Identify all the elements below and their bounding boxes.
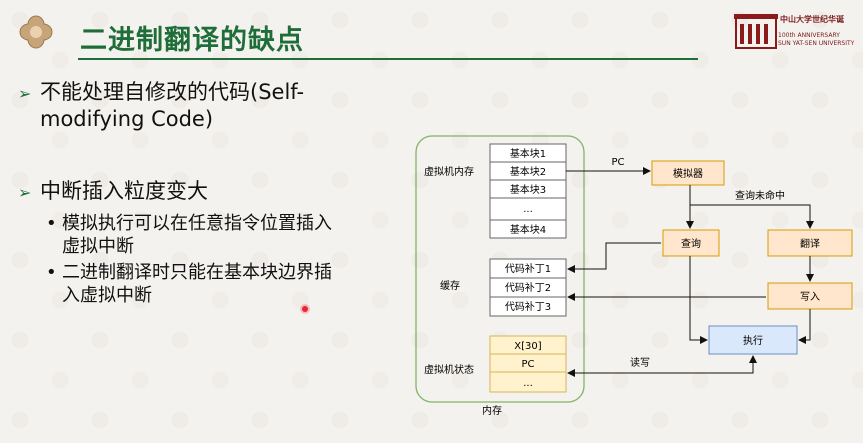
logo-line3: SUN YAT-SEN UNIVERSITY [778,40,855,47]
sub-bullet-2-line1: 二进制翻译时只能在基本块边界插 [62,262,332,283]
logo-title: 中山大学世纪华诞 [780,15,844,24]
write-to-execute-arrow [798,309,811,344]
vm-memory-label: 虚拟机内存 [424,165,474,178]
sub-bullet-1-line2: 虚拟中断 [62,236,134,257]
bullet-text-2: 中断插入粒度变大 [40,179,208,203]
state-ellipsis-box [489,371,567,393]
state-ellipsis: ... [523,378,533,389]
logo-line2: 100th ANNIVERSARY [778,32,840,39]
university-logo [734,14,778,49]
memory-label: 内存 [482,404,502,417]
basic-block-1: 基本块1 [510,147,546,160]
basic-block-ellipsis: ... [523,204,533,215]
vm-state-list: X[30] PC ... [489,335,567,393]
miss-arrow [690,204,814,229]
basic-block-2: 基本块2 [510,165,546,178]
bullet-text-1b: modifying Code) [40,107,214,131]
sub-bullet-2-line2: 入虚拟中断 [62,285,152,306]
sub-bullet-1-line1: 模拟执行可以在任意指令位置插入 [62,213,332,234]
translate-label: 翻译 [800,238,820,250]
lookup-label: 查询 [681,237,701,250]
arrow-bullet-icon: ➢ [18,183,32,202]
lookup-to-patch-arrow [567,242,661,273]
basic-block-4: 基本块4 [510,223,546,236]
emulator-box [651,160,725,186]
flower-icon [19,15,53,49]
write-box [767,282,853,310]
patch-list: 代码补丁1 代码补丁2 代码补丁3 [489,258,567,317]
bullet-text-1a: 不能处理自修改的代码(Self- [40,80,305,104]
cache-label: 缓存 [440,279,460,292]
miss-label: 查询未命中 [735,189,785,202]
rw-arrow [567,355,757,377]
write-label: 写入 [800,291,820,303]
emulator-label: 模拟器 [673,167,703,180]
lookup-to-execute-arrow [689,256,708,344]
basic-block-4-box [489,219,567,239]
execute-label: 执行 [743,334,763,347]
state-x30: X[30] [514,341,541,352]
translate-box [767,229,853,257]
state-pc: PC [521,359,534,370]
patch-3-box [489,296,567,317]
pc-arrow-label: PC [611,157,624,168]
vm-state-label: 虚拟机状态 [424,363,474,376]
basic-block-3: 基本块3 [510,183,546,196]
execute-box [708,325,798,355]
title-bar: 二进制翻译的缺点 [0,0,863,64]
rw-label: 读写 [630,356,650,369]
title-underline [78,58,698,60]
basic-block-list: 基本块1 基本块2 基本块3 ... 基本块4 [489,143,567,239]
patch-1: 代码补丁1 [505,262,551,275]
arrow-bullet-icon: ➢ [18,84,32,103]
page-title: 二进制翻译的缺点 [80,25,304,56]
patch-2: 代码补丁2 [505,281,551,294]
pointer-indicator [302,306,308,312]
patch-3: 代码补丁3 [505,300,551,313]
lookup-box [662,229,720,257]
